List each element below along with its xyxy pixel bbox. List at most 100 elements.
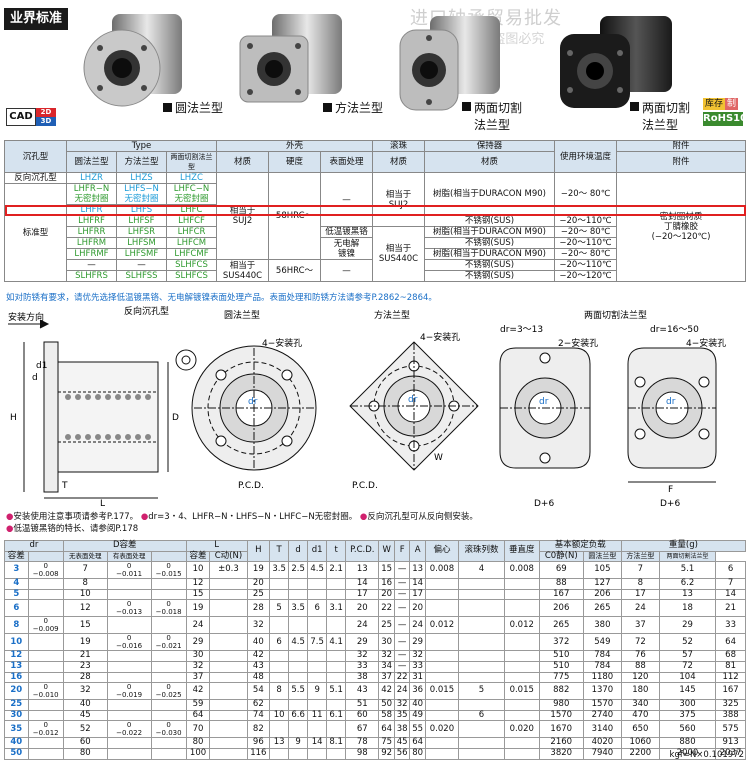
- table-cell: 2160: [538, 737, 584, 749]
- table-cell: 64: [185, 709, 211, 722]
- col-retainer: 保持器: [424, 140, 555, 152]
- env-temp: −20〜 80℃: [554, 226, 617, 238]
- table-cell: 72: [658, 660, 717, 673]
- h-w-round: 圆法兰型: [582, 550, 622, 563]
- table-cell: 0.020: [424, 720, 460, 739]
- table-cell: 33: [715, 616, 746, 635]
- table-cell: 40: [409, 699, 426, 711]
- bullet-square-icon: [630, 102, 639, 111]
- table-cell: 6: [269, 633, 290, 652]
- table-cell: 42: [246, 650, 271, 662]
- table-cell: 40: [246, 633, 271, 652]
- table-cell: 60: [345, 709, 380, 722]
- table-cell: 1180: [582, 671, 622, 684]
- type-cell: —: [116, 259, 167, 271]
- table-cell: 38: [393, 720, 411, 739]
- side-view: [8, 319, 197, 499]
- square-flange-title: 方法兰型: [374, 309, 410, 321]
- table-cell: 98: [345, 747, 380, 760]
- h-ecc: 偏心: [424, 539, 460, 563]
- table-cell: 32: [409, 650, 426, 662]
- table-cell: 6: [307, 599, 328, 618]
- table-cell: 33: [345, 660, 380, 673]
- h-W: W: [378, 539, 395, 563]
- table-cell: [458, 650, 505, 662]
- table-cell: 1060: [620, 737, 660, 749]
- h-w-cut: 两面切割法兰型: [658, 550, 717, 563]
- shell-hardness: 56HRC〜: [268, 259, 321, 282]
- unit-footnote: kgf=N×0.101972: [669, 750, 744, 760]
- table-cell: 64: [378, 720, 395, 739]
- table-cell: 28: [62, 671, 108, 684]
- table-cell: [424, 709, 460, 722]
- black-flange-photo: [560, 16, 672, 108]
- table-cell: 104: [658, 671, 717, 684]
- table-cell: 96: [246, 737, 271, 749]
- table-cell: 57: [658, 650, 717, 662]
- type-cell: LHFR−N 无密封圈: [66, 183, 117, 205]
- table-cell: 0 −0.013: [106, 599, 152, 618]
- table-cell: [288, 699, 309, 711]
- table-cell: [326, 671, 347, 684]
- table-cell: 5.5: [288, 682, 309, 701]
- table-cell: [503, 588, 540, 601]
- table-cell: 16: [4, 671, 29, 684]
- env-temp: −20〜 80℃: [554, 248, 617, 260]
- table-cell: 15: [62, 616, 108, 635]
- table-cell: 145: [658, 682, 717, 701]
- table-cell: [209, 616, 248, 635]
- table-cell: [209, 578, 248, 590]
- table-cell: [150, 616, 187, 635]
- table-cell: 325: [715, 699, 746, 711]
- type-cell: LHFR: [66, 204, 117, 216]
- table-cell: 116: [246, 747, 271, 760]
- table-cell: 0 −0.018: [150, 599, 187, 618]
- type-cell: SLHFCS: [166, 270, 217, 282]
- table-cell: [106, 699, 152, 711]
- col-square: 方法兰型: [116, 151, 167, 173]
- stock-badge: 库存: [703, 98, 726, 110]
- table-cell: 0 −0.011: [106, 561, 152, 580]
- table-cell: 0.008: [503, 561, 540, 580]
- table-cell: [209, 660, 248, 673]
- table-cell: 33: [409, 660, 426, 673]
- rust-note: 如对防锈有要求，请优先选择低温镀黑铬、无电解镀镍表面处理产品。表面处理和防锈方法…: [6, 293, 437, 303]
- table-cell: [269, 671, 290, 684]
- table-cell: 64: [715, 633, 746, 652]
- type-cell: LHFRMF: [66, 248, 117, 260]
- table-cell: [27, 660, 64, 673]
- table-cell: [503, 599, 540, 618]
- table-cell: [458, 616, 505, 635]
- cut-small-dr-label: dr: [539, 397, 549, 407]
- bullet-square-icon: [323, 103, 332, 112]
- table-cell: [503, 660, 540, 673]
- table-cell: 14: [345, 578, 380, 590]
- table-cell: 265: [538, 616, 584, 635]
- table-cell: 120: [620, 671, 660, 684]
- note-icon: ●: [6, 512, 14, 522]
- table-cell: [269, 699, 290, 711]
- table-cell: 64: [409, 737, 426, 749]
- table-cell: 13: [4, 660, 29, 673]
- table-cell: 15: [185, 588, 211, 601]
- round-flange-drawing: [191, 345, 317, 471]
- col-shell-hardness: 硬度: [268, 151, 321, 173]
- table-cell: 4.5: [288, 633, 309, 652]
- table-cell: 24: [185, 616, 211, 635]
- table-cell: 0 −0.030: [150, 720, 187, 739]
- table-cell: 0.012: [424, 616, 460, 635]
- table-cell: 12: [4, 650, 29, 662]
- ball-material: 相当于 SUS440C: [372, 226, 425, 282]
- shell-surface: 无电解 镀镍: [320, 237, 373, 260]
- table-cell: 0 −0.008: [27, 561, 64, 580]
- dim-W: W: [434, 453, 443, 463]
- table-cell: 388: [715, 709, 746, 722]
- table-cell: 80: [185, 737, 211, 749]
- table-cell: 5.1: [326, 682, 347, 701]
- table-cell: [150, 671, 187, 684]
- h-D-surf: 有表面处理: [106, 550, 152, 563]
